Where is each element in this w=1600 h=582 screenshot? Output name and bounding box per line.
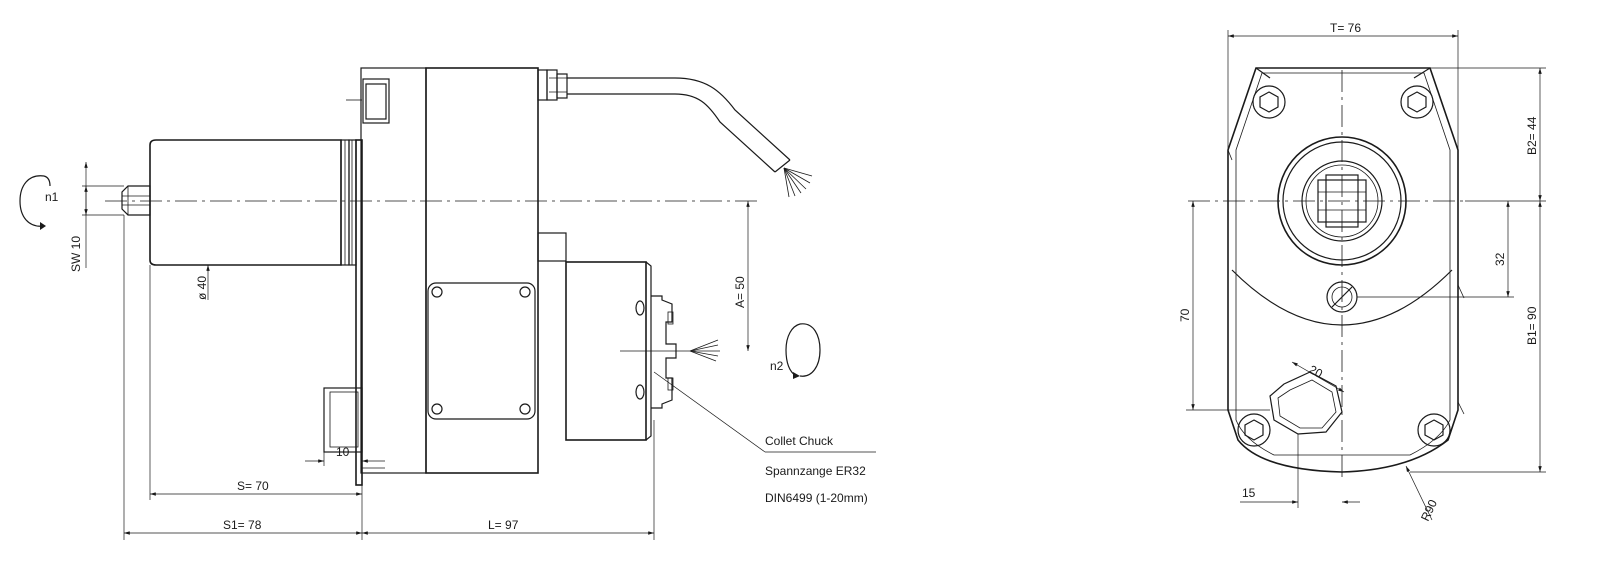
dimension-sw10: SW 10 bbox=[69, 162, 124, 272]
dim10-label: 10 bbox=[336, 445, 350, 459]
cable-assembly bbox=[546, 69, 813, 198]
s70-label: S= 70 bbox=[237, 479, 269, 493]
dimension-dia40: ø 40 bbox=[195, 265, 210, 300]
front-view: T= 76 B2= 44 B1= 90 32 70 20 bbox=[1178, 21, 1546, 523]
r90-label: R90 bbox=[1418, 497, 1440, 523]
front-housing bbox=[1227, 67, 1465, 473]
t76-label: T= 76 bbox=[1330, 21, 1361, 35]
b2-label: B2= 44 bbox=[1525, 116, 1539, 155]
sw10-label: SW 10 bbox=[69, 236, 83, 272]
dim15-label: 15 bbox=[1242, 486, 1256, 500]
front-bolt-top-right bbox=[1400, 85, 1434, 119]
cover-plate bbox=[427, 282, 536, 420]
collet-note: Collet Chuck Spannzange ER32 DIN6499 (1-… bbox=[653, 371, 876, 505]
n1-label: n1 bbox=[45, 190, 59, 204]
dim32-label: 32 bbox=[1493, 252, 1507, 266]
rotation-symbol-n2: n2 bbox=[770, 323, 821, 379]
dimension-b-heights: B2= 44 B1= 90 bbox=[1410, 67, 1546, 473]
dimension-a50: A= 50 bbox=[733, 201, 750, 351]
cable-wire-ends bbox=[783, 167, 813, 198]
dimension-20: 20 bbox=[1291, 361, 1345, 393]
n2-label: n2 bbox=[770, 359, 784, 373]
dimension-s1-l: S1= 78 L= 97 bbox=[123, 215, 655, 540]
dimension-10: 10 bbox=[305, 445, 385, 466]
front-bolt-top-left bbox=[1252, 85, 1286, 119]
dimension-70: 70 bbox=[1178, 201, 1270, 411]
output-housing bbox=[565, 261, 720, 441]
dimension-s70: S= 70 bbox=[149, 265, 363, 500]
dia40-label: ø 40 bbox=[195, 276, 209, 300]
b1-label: B1= 90 bbox=[1525, 306, 1539, 345]
rotation-symbol-n1: n1 bbox=[19, 175, 59, 230]
l97-label: L= 97 bbox=[488, 518, 519, 532]
side-view: n1 SW 10 ø 40 A= 50 n2 bbox=[19, 67, 876, 540]
dimension-t76: T= 76 bbox=[1227, 21, 1459, 150]
dim70-label: 70 bbox=[1178, 308, 1192, 322]
dimension-32: 32 bbox=[1357, 201, 1514, 298]
s1-label: S1= 78 bbox=[223, 518, 262, 532]
front-shaft-assembly bbox=[1277, 136, 1407, 266]
motor-housing bbox=[149, 139, 357, 266]
front-hex-fitting bbox=[1269, 371, 1343, 435]
dim20-label: 20 bbox=[1307, 362, 1326, 381]
input-shaft bbox=[121, 185, 151, 216]
dimension-15: 15 bbox=[1240, 434, 1360, 508]
a50-label: A= 50 bbox=[733, 276, 747, 308]
dimension-r90: R90 bbox=[1405, 465, 1440, 523]
note-line2: Spannzange ER32 bbox=[765, 464, 866, 478]
note-line3: DIN6499 (1-20mm) bbox=[765, 491, 868, 505]
gear-body bbox=[323, 67, 567, 474]
output-wire-ends bbox=[689, 339, 719, 362]
front-bolt-bottom-left bbox=[1237, 413, 1271, 447]
front-bolt-bottom-right bbox=[1417, 413, 1451, 447]
note-line1: Collet Chuck bbox=[765, 434, 834, 448]
